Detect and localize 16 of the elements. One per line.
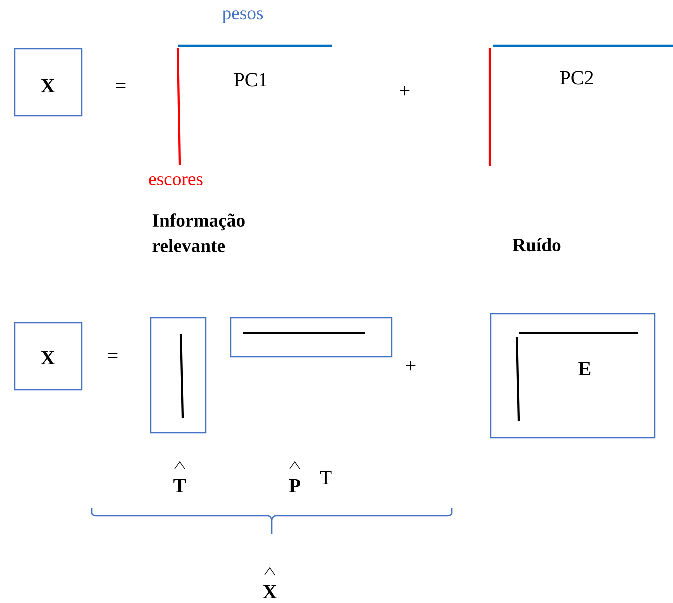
matrix-box: E xyxy=(490,313,656,439)
matrix-box: X xyxy=(14,48,83,117)
caption-label: Informação relevante xyxy=(152,214,245,252)
math-symbol: = xyxy=(108,353,118,358)
matrix-box xyxy=(230,317,393,358)
axis-label: escores xyxy=(149,176,203,186)
matrix-box xyxy=(150,317,207,434)
caption-label: Ruído xyxy=(512,238,561,252)
math-symbol: + xyxy=(406,361,416,371)
math-symbol: = xyxy=(116,83,126,88)
axis-label: pesos xyxy=(222,10,264,24)
superscript: T xyxy=(320,471,332,485)
math-symbol: + xyxy=(400,86,410,96)
math-symbol: PC1 xyxy=(234,73,268,87)
matrix-box: X xyxy=(14,322,83,391)
math-symbol: PC2 xyxy=(560,71,594,85)
